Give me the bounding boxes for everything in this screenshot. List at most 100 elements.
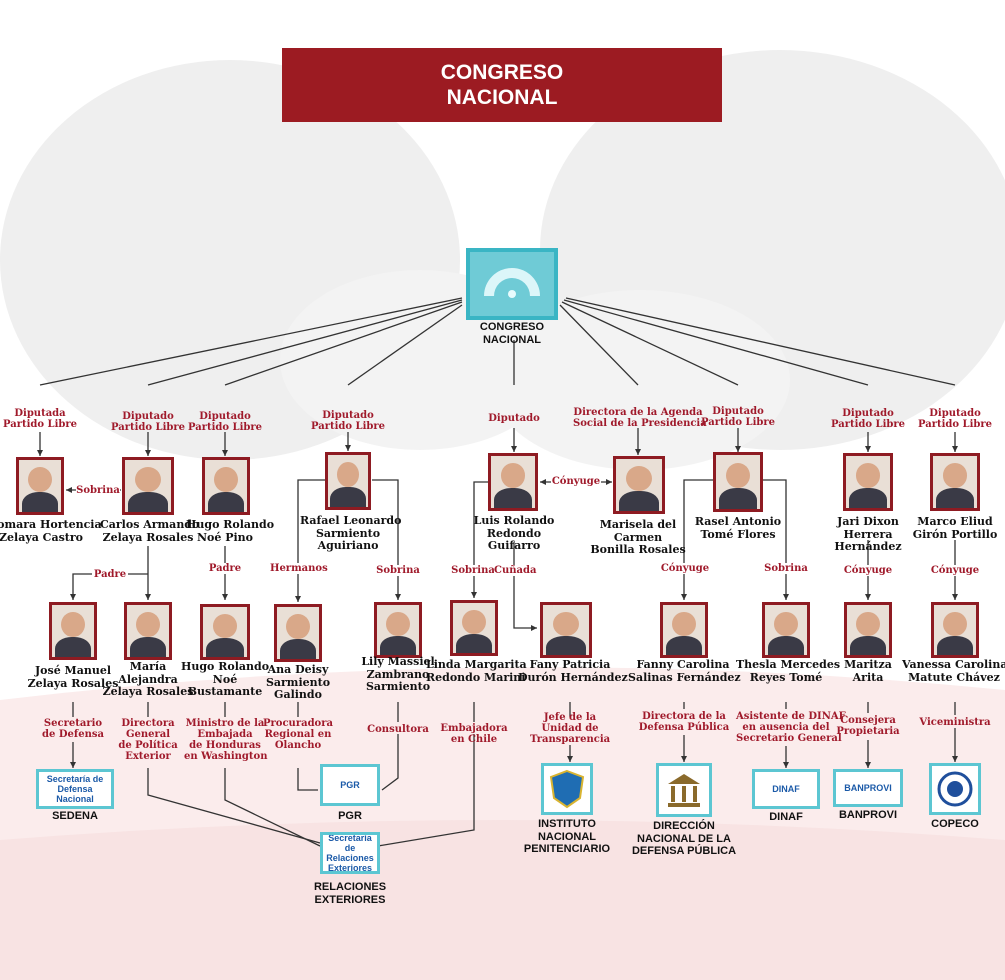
title-line-2: NACIONAL bbox=[446, 86, 558, 109]
logo-copeco bbox=[929, 763, 981, 815]
name-linda: Linda Margarita Redondo Marini bbox=[426, 658, 527, 684]
rel-conyuge-2: Cónyuge bbox=[660, 563, 710, 574]
org-copeco: COPECO bbox=[931, 818, 979, 830]
photo-rasel bbox=[713, 452, 763, 512]
logo-pgr: PGR bbox=[320, 764, 380, 806]
pos-lily: Consultora bbox=[367, 724, 429, 735]
org-pgr: PGR bbox=[338, 810, 362, 822]
photo-marisela bbox=[613, 456, 665, 514]
pos-thesla: Asistente de DINAF en ausencia del Secre… bbox=[736, 711, 846, 744]
name-maritza: Maritza Arita bbox=[844, 658, 892, 684]
name-maria-alejandra: María Alejandra Zelaya Rosales bbox=[102, 660, 194, 698]
role-hugo: Diputado Partido Libre bbox=[187, 411, 262, 433]
photo-hugo bbox=[202, 457, 250, 515]
name-carlos: Carlos Armando Zelaya Rosales bbox=[100, 518, 200, 544]
root-name-line-1: CONGRESO bbox=[479, 321, 545, 333]
name-lily: Lily Massiel Zambrano Sarmiento bbox=[361, 655, 435, 693]
photo-vanessa bbox=[931, 602, 979, 658]
page-title: CONGRESO NACIONAL bbox=[282, 48, 722, 122]
name-fany-duron: Fany Patricia Durón Hernández bbox=[518, 658, 628, 684]
role-luis: Diputado bbox=[488, 413, 540, 424]
org-banprovi: BANPROVI bbox=[838, 809, 898, 821]
rel-cunada: Cuñada bbox=[494, 565, 537, 576]
pos-fany-duron: Jefe de la Unidad de Transparencia bbox=[530, 712, 611, 745]
photo-jose-manuel bbox=[49, 602, 97, 660]
role-rafael: Diputado Partido Libre bbox=[310, 410, 385, 432]
logo-instituto-penitenciario bbox=[541, 763, 593, 815]
name-hugo-bustamante: Hugo Rolando Noé Bustamante bbox=[180, 660, 270, 698]
photo-fanny-salinas bbox=[660, 602, 708, 658]
org-instituto-penitenciario: INSTITUTO NACIONAL PENITENCIARIO bbox=[523, 818, 611, 855]
photo-iomara bbox=[16, 457, 64, 515]
congreso-nacional-logo bbox=[466, 248, 558, 320]
rel-conyuge-1: Cónyuge bbox=[551, 476, 601, 487]
photo-luis bbox=[488, 453, 538, 511]
rel-conyuge-4: Cónyuge bbox=[930, 565, 980, 576]
role-marisela: Directora de la Agenda Social de la Pres… bbox=[573, 407, 707, 429]
rel-sobrina-3: Sobrina bbox=[450, 565, 496, 576]
logo-defensa-publica bbox=[656, 763, 712, 817]
name-rasel: Rasel Antonio Tomé Flores bbox=[694, 515, 782, 541]
pos-maria-alejandra: Directora General de Política Exterior bbox=[118, 718, 178, 762]
photo-ana-deisy bbox=[274, 604, 322, 662]
name-rafael: Rafael Leonardo Sarmiento Aguiriano bbox=[300, 514, 402, 552]
name-marisela: Marisela del Carmen Bonilla Rosales bbox=[590, 518, 686, 556]
name-jari: Jari Dixon Herrera Hernández bbox=[834, 515, 902, 553]
photo-hugo-bustamante bbox=[200, 604, 250, 660]
photo-rafael bbox=[325, 452, 371, 510]
pos-maritza: Consejera Propietaria bbox=[836, 715, 900, 737]
name-jose-manuel: José Manuel Zelaya Rosales bbox=[27, 664, 119, 690]
rel-sobrina-2: Sobrina bbox=[374, 565, 422, 576]
photo-carlos bbox=[122, 457, 174, 515]
rel-sobrina-4: Sobrina bbox=[763, 563, 809, 574]
name-hugo: Hugo Rolando Noé Pino bbox=[186, 518, 275, 544]
logo-dinaf: DINAF bbox=[752, 769, 820, 809]
shield-icon bbox=[549, 769, 585, 809]
photo-maria-alejandra bbox=[124, 602, 172, 660]
org-sedena: SEDENA bbox=[52, 810, 98, 822]
parliament-icon bbox=[484, 268, 540, 298]
pos-hugo-bustamante: Ministro de la Embajada de Honduras en W… bbox=[184, 718, 268, 762]
pos-vanessa: Viceministra bbox=[919, 717, 991, 728]
logo-relaciones-exteriores: Secretaría de Relaciones Exteriores bbox=[320, 832, 380, 874]
name-ana-deisy: Ana Deisy Sarmiento Galindo bbox=[265, 663, 331, 701]
emblem-icon bbox=[937, 771, 973, 807]
rel-padre-2: Padre bbox=[207, 563, 243, 574]
role-iomara: Diputada Partido Libre bbox=[2, 408, 77, 430]
title-line-1: CONGRESO bbox=[440, 61, 564, 84]
pos-fanny-salinas: Directora de la Defensa Pública bbox=[638, 711, 730, 733]
role-rasel: Diputado Partido Libre bbox=[700, 406, 775, 428]
name-thesla: Thesla Mercedes Reyes Tomé bbox=[736, 658, 841, 684]
pos-linda: Embajadora en Chile bbox=[440, 723, 508, 745]
photo-marco bbox=[930, 453, 980, 511]
pos-jose-manuel: Secretario de Defensa bbox=[42, 718, 104, 740]
rel-sobrina-1: Sobrina bbox=[76, 485, 120, 496]
name-fanny-salinas: Fanny Carolina Salinas Fernández bbox=[628, 658, 741, 684]
rel-hermanos: Hermanos bbox=[270, 563, 328, 574]
photo-thesla bbox=[762, 602, 810, 658]
photo-jari bbox=[843, 453, 893, 511]
name-vanessa: Vanessa Carolina Matute Chávez bbox=[902, 658, 1005, 684]
role-jari: Diputado Partido Libre bbox=[830, 408, 905, 430]
logo-banprovi: BANPROVI bbox=[833, 769, 903, 807]
name-iomara: Iomara Hortencia Zelaya Castro bbox=[0, 518, 102, 544]
photo-fany-duron bbox=[540, 602, 592, 658]
role-carlos: Diputado Partido Libre bbox=[110, 411, 185, 433]
photo-linda bbox=[450, 600, 498, 656]
name-marco: Marco Eliud Girón Portillo bbox=[912, 515, 998, 541]
photo-lily bbox=[374, 602, 422, 658]
org-dinaf: DINAF bbox=[769, 811, 803, 823]
courthouse-icon bbox=[668, 774, 700, 807]
logo-sedena: Secretaría de Defensa Nacional bbox=[36, 769, 114, 809]
org-defensa-publica: DIRECCIÓN NACIONAL DE LA DEFENSA PÚBLICA bbox=[631, 820, 737, 857]
photo-maritza bbox=[844, 602, 892, 658]
role-marco: Diputado Partido Libre bbox=[917, 408, 992, 430]
root-name-line-2: NACIONAL bbox=[482, 333, 542, 346]
rel-padre-1: Padre bbox=[92, 569, 128, 580]
org-relaciones-exteriores: RELACIONES EXTERIORES bbox=[313, 881, 387, 906]
rel-conyuge-3: Cónyuge bbox=[843, 565, 893, 576]
root-name: CONGRESO NACIONAL bbox=[462, 321, 562, 346]
name-luis: Luis Rolando Redondo Guifarro bbox=[473, 514, 555, 552]
